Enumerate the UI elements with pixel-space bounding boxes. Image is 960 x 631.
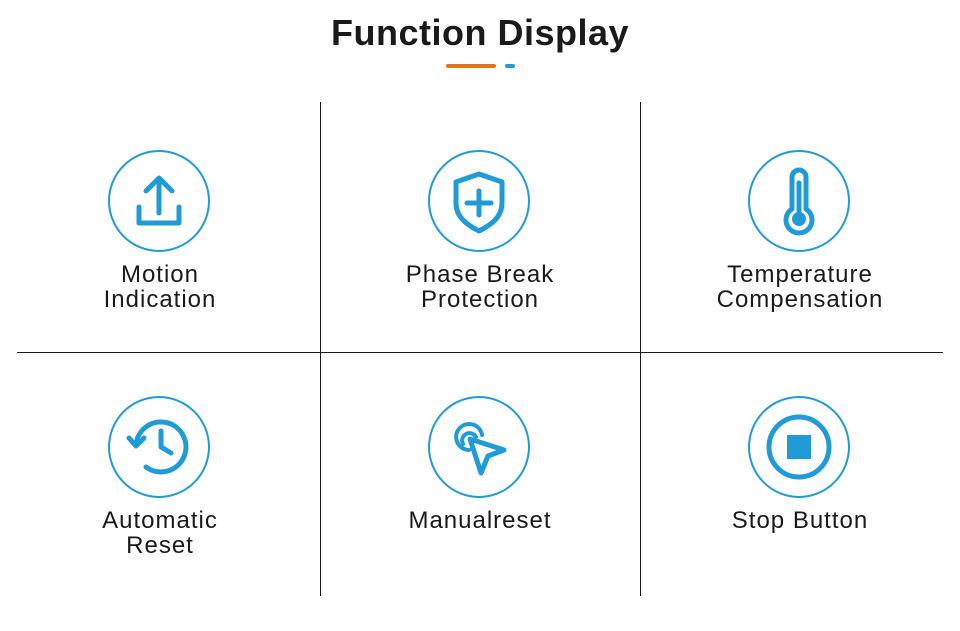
feature-label: Motion Indication xyxy=(103,261,217,313)
feature-icon-circle xyxy=(108,150,210,252)
feature-icon-circle xyxy=(428,396,530,498)
upload-icon xyxy=(136,175,182,226)
feature-icon-circle xyxy=(748,396,850,498)
feature-label: Stop Button xyxy=(731,507,869,534)
thermometer-icon xyxy=(783,167,815,236)
feature-automatic-reset: Automatic Reset xyxy=(0,348,320,598)
history-clock-icon xyxy=(126,419,189,475)
feature-label: Phase Break Protection xyxy=(405,261,555,313)
feature-manual-reset: Manualreset xyxy=(320,348,640,598)
feature-label: Temperature Compensation xyxy=(716,261,884,313)
grid-divider-vertical-2 xyxy=(640,102,641,596)
stop-icon xyxy=(766,414,832,480)
feature-icon-circle xyxy=(748,150,850,252)
feature-stop-button: Stop Button xyxy=(640,348,960,598)
page-title: Function Display xyxy=(330,12,630,53)
feature-label: Manualreset xyxy=(408,507,552,534)
feature-temperature-compensation: Temperature Compensation xyxy=(640,102,960,352)
feature-motion-indication: Motion Indication xyxy=(0,102,320,352)
title-accent-blue xyxy=(505,64,515,68)
feature-icon-circle xyxy=(428,150,530,252)
shield-plus-icon xyxy=(453,171,505,234)
title-accent-orange xyxy=(446,64,496,68)
grid-divider-vertical-1 xyxy=(320,102,321,596)
feature-phase-break-protection: Phase Break Protection xyxy=(320,102,640,352)
pointer-click-icon xyxy=(454,422,507,476)
feature-icon-circle xyxy=(108,396,210,498)
grid-divider-horizontal xyxy=(17,352,943,353)
feature-label: Automatic Reset xyxy=(102,507,218,559)
